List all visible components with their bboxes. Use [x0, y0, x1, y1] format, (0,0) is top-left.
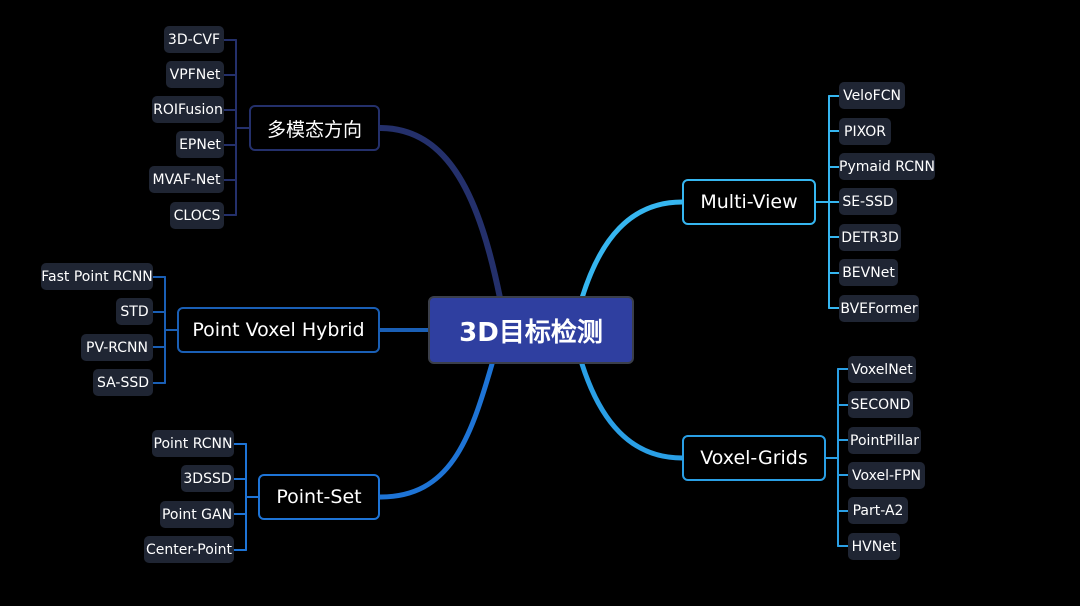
- leaf-label: SA-SSD: [96, 374, 150, 391]
- leaf-second[interactable]: SECOND: [848, 391, 913, 418]
- leaf-mvaf-net[interactable]: MVAF-Net: [149, 166, 224, 193]
- leaf-se-ssd[interactable]: SE-SSD: [839, 188, 897, 215]
- leaf-label: 3D-CVF: [167, 31, 221, 48]
- branch-multimodal[interactable]: 多模态方向: [249, 105, 380, 151]
- branch-label: 多模态方向: [266, 118, 362, 141]
- leaf-3dssd[interactable]: 3DSSD: [181, 465, 234, 492]
- leaf-label: STD: [120, 303, 149, 320]
- leaf-pointpillar[interactable]: PointPillar: [848, 427, 921, 454]
- leaf-label: BEVNet: [842, 264, 895, 281]
- leaf-label: VoxelNet: [851, 361, 913, 378]
- leaf-fast-point-rcnn[interactable]: Fast Point RCNN: [41, 263, 153, 290]
- trunk-multi-view: [579, 199, 685, 301]
- root-node[interactable]: 3D目标检测: [428, 296, 634, 364]
- leaf-label: CLOCS: [173, 207, 221, 224]
- leaf-label: PointPillar: [850, 432, 919, 449]
- branch-label: Point Voxel Hybrid: [192, 319, 365, 341]
- leaf-label: 3DSSD: [183, 470, 232, 487]
- leaf-label: MVAF-Net: [152, 171, 221, 188]
- leaf-voxel-fpn[interactable]: Voxel-FPN: [848, 462, 925, 489]
- leaf-velofcn[interactable]: VeloFCN: [839, 82, 905, 109]
- branch-label: Point-Set: [276, 486, 362, 508]
- leaf-label: Point RCNN: [153, 435, 233, 452]
- trunk-voxel-grids: [579, 361, 685, 461]
- leaf-vpfnet[interactable]: VPFNet: [166, 61, 224, 88]
- leaf-label: DETR3D: [841, 229, 899, 246]
- leaf-label: Fast Point RCNN: [41, 268, 153, 285]
- branch-label: Multi-View: [700, 191, 798, 213]
- leaf-label: Pymaid RCNN: [839, 158, 935, 175]
- branch-voxel-grids[interactable]: Voxel-Grids: [682, 435, 826, 481]
- trunk-multimodal: [377, 125, 503, 301]
- branch-point-set[interactable]: Point-Set: [258, 474, 380, 520]
- leaf-label: EPNet: [179, 136, 221, 153]
- branch-point-voxel-hybrid[interactable]: Point Voxel Hybrid: [177, 307, 380, 353]
- trunk-point-set: [377, 361, 495, 500]
- leaf-label: Point GAN: [161, 506, 233, 523]
- leaf-bveformer[interactable]: BVEFormer: [839, 295, 919, 322]
- leaf-label: PIXOR: [844, 123, 887, 140]
- leaf-pixor[interactable]: PIXOR: [839, 118, 891, 145]
- leaf-label: VeloFCN: [843, 87, 901, 104]
- leaf-label: Center-Point: [145, 541, 233, 558]
- leaf-label: ROIFusion: [153, 101, 223, 118]
- leaf-hvnet[interactable]: HVNet: [848, 533, 900, 560]
- leaf-label: Voxel-FPN: [852, 467, 922, 484]
- leaf-3d-cvf[interactable]: 3D-CVF: [164, 26, 224, 53]
- leaf-center-point[interactable]: Center-Point: [144, 536, 234, 563]
- leaf-point-rcnn[interactable]: Point RCNN: [152, 430, 234, 457]
- root-label: 3D目标检测: [459, 317, 603, 348]
- leaf-point-gan[interactable]: Point GAN: [160, 501, 234, 528]
- leaf-label: SE-SSD: [842, 193, 894, 210]
- leaf-label: VPFNet: [169, 66, 221, 83]
- branch-multi-view[interactable]: Multi-View: [682, 179, 816, 225]
- branch-label: Voxel-Grids: [700, 447, 808, 469]
- leaf-label: PV-RCNN: [86, 339, 149, 356]
- leaf-pymaid-rcnn[interactable]: Pymaid RCNN: [839, 153, 935, 180]
- leaf-roifusion[interactable]: ROIFusion: [152, 96, 224, 123]
- leaf-label: BVEFormer: [840, 300, 918, 317]
- leaf-part-a2[interactable]: Part-A2: [848, 497, 908, 524]
- leaf-bevnet[interactable]: BEVNet: [839, 259, 898, 286]
- leaf-voxelnet[interactable]: VoxelNet: [848, 356, 916, 383]
- leaf-clocs[interactable]: CLOCS: [170, 202, 224, 229]
- leaf-label: Part-A2: [852, 502, 904, 519]
- leaf-epnet[interactable]: EPNet: [176, 131, 224, 158]
- leaf-label: SECOND: [850, 396, 911, 413]
- leaf-pv-rcnn[interactable]: PV-RCNN: [81, 334, 153, 361]
- leaf-std[interactable]: STD: [116, 298, 153, 325]
- leaf-detr3d[interactable]: DETR3D: [839, 224, 901, 251]
- leaf-sa-ssd[interactable]: SA-SSD: [93, 369, 153, 396]
- leaf-label: HVNet: [851, 538, 897, 555]
